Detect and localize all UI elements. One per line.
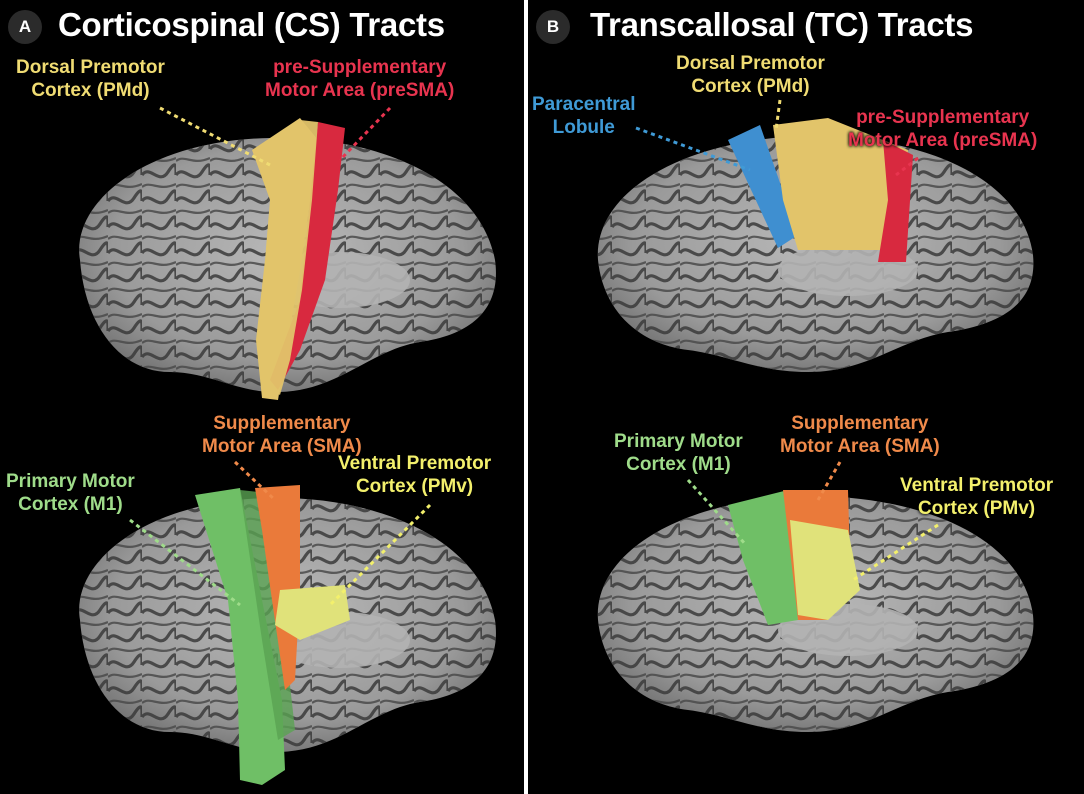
panel-divider (524, 0, 528, 794)
panel-b-title: Transcallosal (TC) Tracts (590, 6, 974, 43)
corticospinal-tracts-top (252, 118, 345, 400)
panel-letter-b: B (536, 10, 570, 44)
brain-surface-image (597, 136, 1034, 372)
panel-letter-a: A (8, 10, 42, 44)
transcallosal-tracts-top (728, 118, 913, 262)
corticospinal-tracts-bottom (195, 485, 350, 785)
panel-a-corticospinal: A Corticospinal (CS) Tracts Dorsal Premo… (0, 0, 524, 794)
panel-a-title: Corticospinal (CS) Tracts (58, 6, 445, 43)
